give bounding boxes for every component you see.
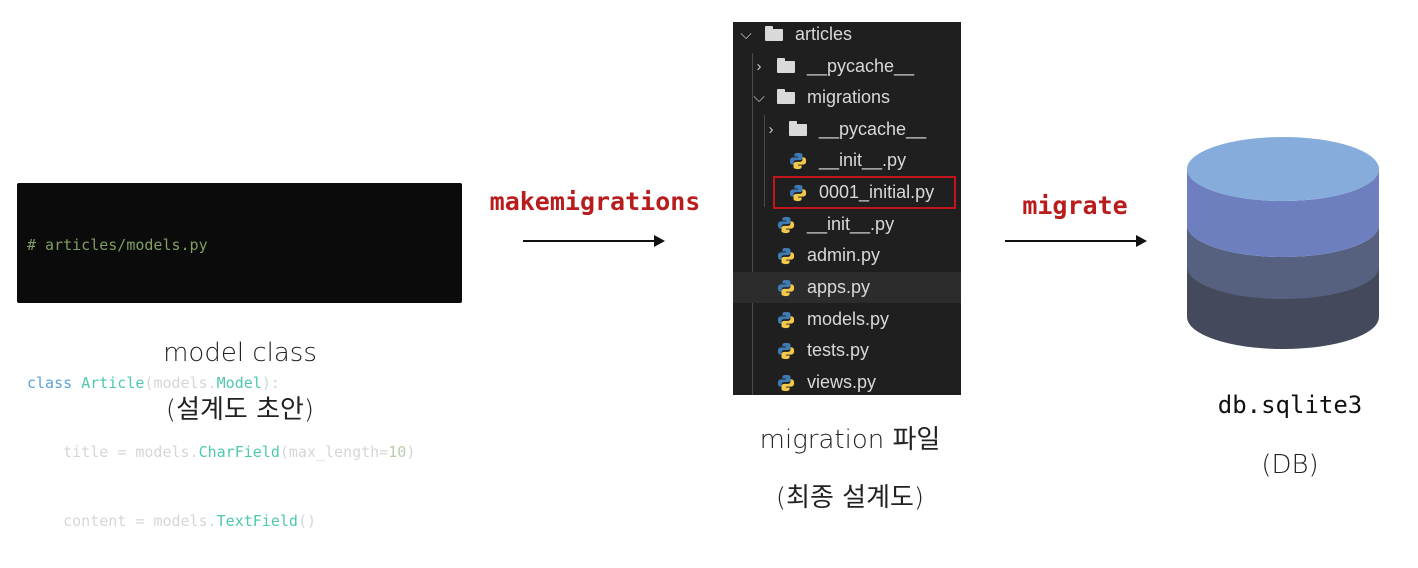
migration-file-subcaption: (최종 설계도) [775,483,925,513]
folder-icon [789,121,807,136]
db-band-3 [1187,225,1379,299]
tree-item-label: tests.py [807,340,870,360]
python-file-icon [789,184,807,202]
tree-guide [752,53,753,395]
tree-item-label: __init__.py [807,214,895,234]
base-class: Model [216,374,262,392]
code-comment: # articles/models.py [27,236,208,254]
tree-item-label: __pycache__ [807,56,915,76]
tree-item-label: migrations [807,87,891,107]
tree-item-0001-initial[interactable]: 0001_initial.py [733,177,961,208]
makemigrations-arrow [523,235,665,247]
tree-item-tests[interactable]: tests.py [733,335,961,366]
chevron-down-icon: ⌵ [753,89,765,106]
folder-open-icon [777,89,795,104]
tree-item-migrations-init[interactable]: __init__.py [733,145,961,176]
tree-item-admin[interactable]: admin.py [733,240,961,271]
python-file-icon [777,311,795,329]
highlight-box [773,176,956,209]
tree-item-pycache[interactable]: › __pycache__ [733,51,961,82]
db-filename-caption: db.sqlite3 [1217,391,1363,419]
model-class-caption: model class [163,338,317,368]
tree-guide [764,115,765,207]
tree-item-label: __init__.py [819,150,907,170]
tree-item-label: models.py [807,309,890,329]
tree-item-apps[interactable]: apps.py [733,272,961,303]
models-code-panel: # articles/models.py class Article(model… [17,183,462,530]
python-file-icon [777,342,795,360]
tree-item-migrations[interactable]: ⌵ migrations [733,82,961,113]
folder-icon [777,58,795,73]
textfield-type: TextField [216,512,298,530]
python-file-icon [777,374,795,392]
chevron-down-icon: ⌵ [740,26,752,43]
title-field: title [63,443,109,461]
class-keyword: class [27,374,73,392]
charfield-type: CharField [198,443,280,461]
tree-item-label: __pycache__ [819,119,927,139]
tree-item-label: 0001_initial.py [819,182,935,202]
tree-item-init[interactable]: __init__.py [733,209,961,240]
content-field: content [63,512,127,530]
db-subcaption: (DB) [1261,450,1319,480]
max-length-value: 10 [388,443,407,461]
model-class-subcaption: (설계도 초안) [165,395,315,425]
tree-item-label: apps.py [807,277,871,297]
chevron-right-icon: › [768,121,774,138]
folder-open-icon [765,26,783,41]
migrate-arrow [1005,235,1147,247]
tree-item-label: articles [795,24,853,44]
python-file-icon [777,247,795,265]
db-band-2 [1187,169,1379,257]
tree-item-label: views.py [807,372,877,392]
python-file-icon [777,279,795,297]
tree-item-articles[interactable]: ⌵ articles [733,22,961,50]
makemigrations-label: makemigrations [489,187,701,216]
file-explorer-tree: ⌵ articles › __pycache__ ⌵ migrations › … [733,22,961,395]
tree-item-migrations-pycache[interactable]: › __pycache__ [733,114,961,145]
tree-item-views[interactable]: views.py [733,367,961,395]
python-file-icon [789,152,807,170]
python-file-icon [777,216,795,234]
class-name: Article [81,374,145,392]
migration-file-caption: migration 파일 [759,425,941,455]
database-icon [1187,137,1379,349]
db-top [1187,137,1379,201]
migrate-label: migrate [1022,191,1128,220]
tree-item-label: admin.py [807,245,881,265]
chevron-right-icon: › [756,58,762,75]
tree-item-models[interactable]: models.py [733,304,961,335]
